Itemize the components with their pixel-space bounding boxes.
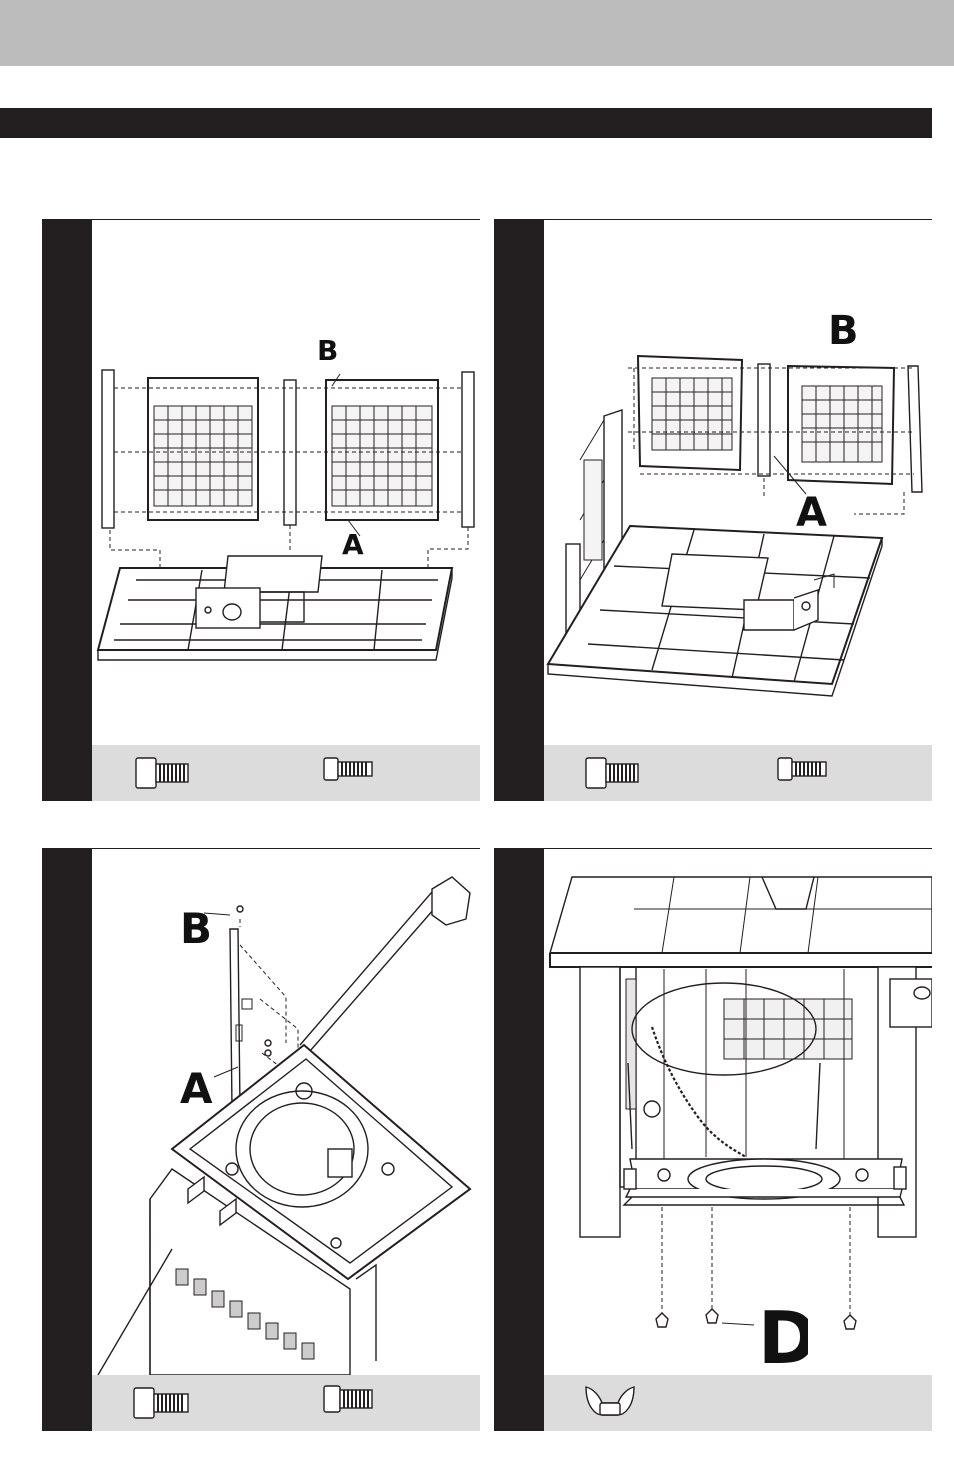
bolt-short-icon xyxy=(324,1386,372,1412)
step-number-bar xyxy=(42,849,92,1431)
step-illustration: B A xyxy=(544,220,932,745)
callout-label-d: D xyxy=(758,1296,808,1371)
callout-label-a: A xyxy=(342,528,364,558)
hardware-strip xyxy=(544,745,932,801)
step-panel-1: B A xyxy=(42,219,480,801)
top-banner xyxy=(0,0,954,66)
bolt-long-icon xyxy=(134,1388,188,1418)
callout-label-b: B xyxy=(317,334,338,364)
step-number-bar xyxy=(494,220,544,801)
hardware-strip xyxy=(544,1375,932,1431)
step-number-bar xyxy=(494,849,544,1431)
bolt-long-icon xyxy=(586,758,638,788)
callout-label-b: B xyxy=(180,904,212,949)
callout-label-b: B xyxy=(828,308,859,350)
step-panel-4: D xyxy=(494,848,932,1431)
step-panel-2: B A xyxy=(494,219,932,801)
step-number-bar xyxy=(42,220,92,801)
bolt-short-icon xyxy=(778,758,826,780)
callout-label-a: A xyxy=(180,1064,213,1109)
step-panel-3: B A xyxy=(42,848,480,1431)
hardware-strip xyxy=(92,1375,480,1431)
hardware-strip xyxy=(92,745,480,801)
bolt-short-icon xyxy=(324,758,372,780)
step-illustration: B A xyxy=(92,849,480,1375)
wing-nut-icon xyxy=(586,1387,634,1415)
callout-label-a: A xyxy=(796,490,827,532)
section-header-bar xyxy=(0,108,932,138)
step-illustration: D xyxy=(544,849,932,1375)
step-illustration: B A xyxy=(92,220,480,745)
bolt-long-icon xyxy=(136,758,188,788)
